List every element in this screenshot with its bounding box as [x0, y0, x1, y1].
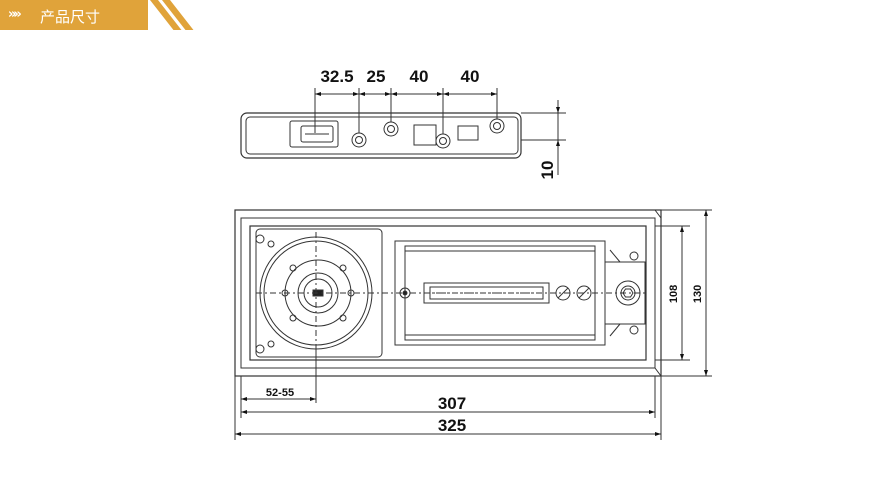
section-header: »» 产品尺寸: [0, 0, 148, 30]
dim-label-32-5: 32.5: [320, 67, 353, 86]
chevron-right-icon: »»: [8, 7, 22, 22]
section-title: 产品尺寸: [40, 8, 101, 26]
dim-label-25: 25: [367, 67, 386, 86]
side-view: [240, 88, 566, 175]
dim-label-108: 108: [668, 285, 680, 303]
dim-label-40-b: 40: [461, 67, 480, 86]
dim-label-307: 307: [438, 394, 466, 413]
dim-label-130: 130: [692, 285, 704, 303]
dim-label-40-a: 40: [410, 67, 429, 86]
dim-label-10: 10: [538, 161, 557, 180]
dim-label-52-55: 52-55: [266, 387, 294, 399]
dimension-arrows: [235, 92, 708, 436]
dim-label-325: 325: [438, 416, 466, 435]
plan-view: [234, 209, 712, 440]
